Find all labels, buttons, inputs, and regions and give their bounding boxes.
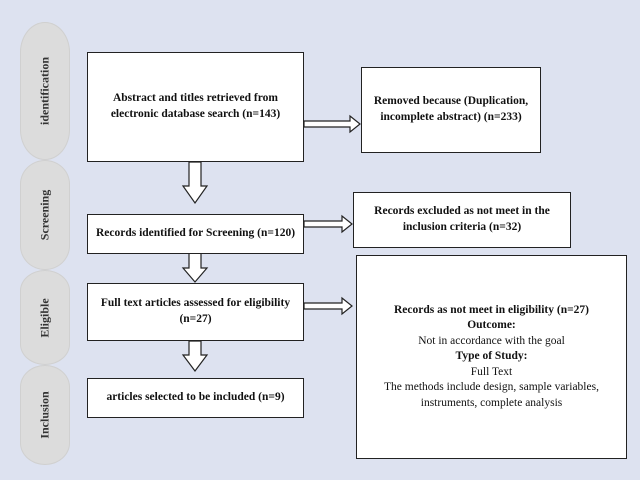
stage-inclusion: Inclusion [20, 365, 70, 465]
arrow-right [303, 214, 353, 234]
arrow-down [181, 340, 209, 372]
box-not-eligible: Records as not meet in eligibility (n=27… [356, 255, 627, 459]
box-fulltext-assessed: Full text articles assessed for eligibil… [87, 283, 304, 341]
stage-screening: Screening [20, 160, 70, 270]
arrow-down [181, 252, 209, 283]
arrow-right [303, 114, 361, 134]
box-records-retrieved: Abstract and titles retrieved from elect… [87, 52, 304, 162]
stage-identification: identification [20, 22, 70, 160]
stage-eligible: Eligible [20, 270, 70, 365]
arrow-down [181, 161, 209, 205]
box-articles-included: articles selected to be included (n=9) [87, 378, 304, 418]
box-records-excluded: Records excluded as not meet in the incl… [353, 192, 571, 248]
arrow-right [303, 296, 353, 316]
box-records-screening: Records identified for Screening (n=120) [87, 214, 304, 254]
box-records-removed: Removed because (Duplication, incomplete… [361, 67, 541, 153]
